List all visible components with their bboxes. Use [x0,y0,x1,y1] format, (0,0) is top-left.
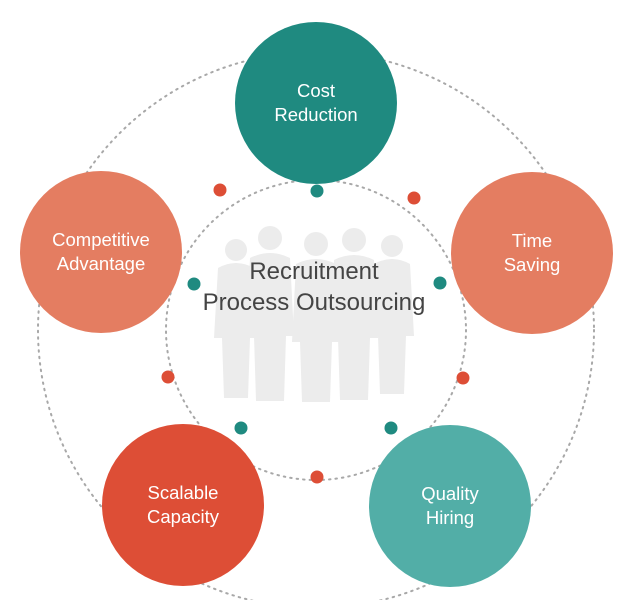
connector-dot-red [456,371,470,385]
connector-dots [161,183,470,484]
node-scalable-capacity: Scalable Capacity [102,424,264,586]
connector-dot-teal [310,184,324,198]
node-competitive-advantage: Competitive Advantage [20,171,182,333]
node-cost-reduction: Cost Reduction [235,22,397,184]
node-quality-hiring: Quality Hiring [369,425,531,587]
connector-dot-teal [433,276,447,290]
people-silhouette-icon [214,226,414,402]
connector-dot-red [310,470,324,484]
center-title: Recruitment Process Outsourcing [202,258,426,316]
connector-dot-teal [187,277,201,291]
outer-dotted-ring [37,51,595,600]
node-quality-hiring-label: Quality Hiring [421,483,479,528]
node-competitive-advantage-label: Competitive Advantage [52,229,150,274]
node-time-saving: Time Saving [451,172,613,334]
node-scalable-capacity-label: Scalable Capacity [147,482,219,527]
node-time-saving-label: Time Saving [503,230,561,275]
connector-dot-red [213,183,227,197]
connector-dot-red [407,191,421,205]
connector-dot-red [161,370,175,384]
connector-dot-teal [384,421,398,435]
connector-dot-teal [234,421,248,435]
node-cost-reduction-label: Cost Reduction [274,80,358,125]
